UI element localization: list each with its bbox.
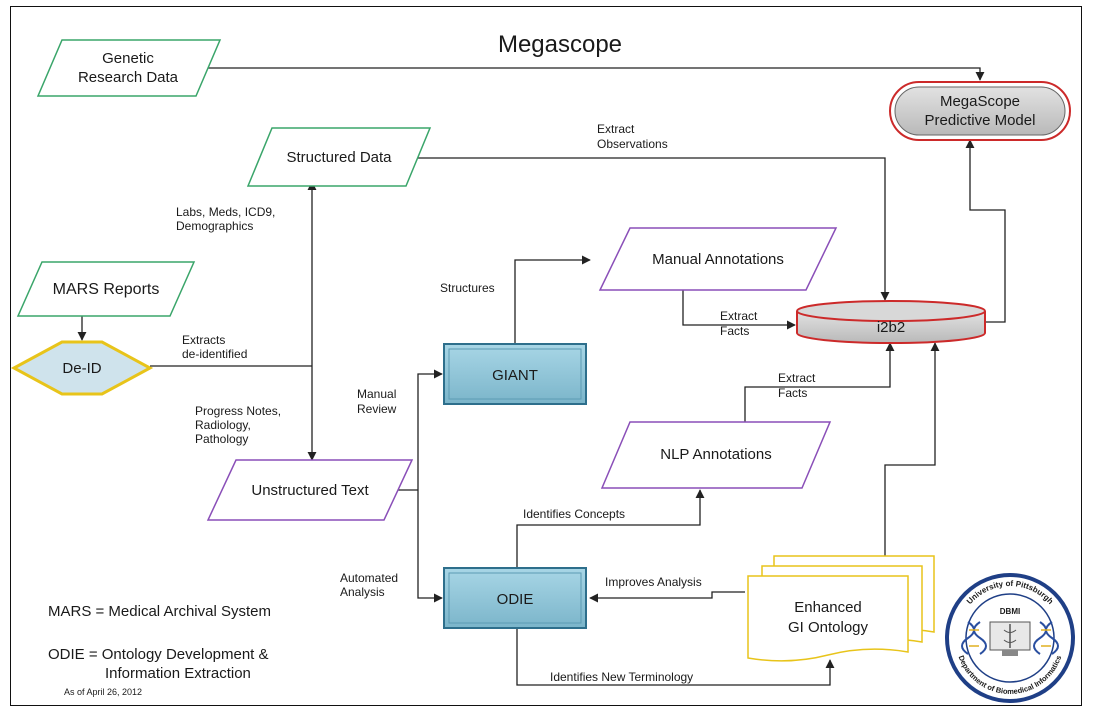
svg-text:MARS Reports: MARS Reports <box>53 281 160 298</box>
node-de-id: De-ID <box>10 340 154 396</box>
edge-nlp-to-i2b2 <box>744 342 895 422</box>
edge-i2b2-to-model <box>965 139 1006 323</box>
svg-text:i2b2: i2b2 <box>877 319 905 336</box>
connectors <box>77 67 1006 686</box>
label-extracts-deid-1: Extracts <box>182 333 225 347</box>
node-odie: ODIE <box>443 567 587 629</box>
svg-text:Research Data: Research Data <box>78 69 179 86</box>
node-nlp-annotations: NLP Annotations <box>600 421 832 489</box>
node-unstructured-text: Unstructured Text <box>206 459 414 521</box>
node-enhanced-gi-ontology: Enhanced GI Ontology <box>747 555 935 662</box>
label-progress-notes-3: Pathology <box>195 432 248 446</box>
node-mars-reports: MARS Reports <box>16 261 196 317</box>
edge-unstructured-to-odie <box>417 490 443 603</box>
edge-genetic-to-model <box>200 67 985 81</box>
node-structured-data: Structured Data <box>246 127 432 187</box>
svg-text:Unstructured Text: Unstructured Text <box>251 482 369 499</box>
edge-odie-to-ontology <box>516 628 835 686</box>
label-identifies-new-terminology: Identifies New Terminology <box>550 670 693 684</box>
dbmi-seal-logo: University of Pittsburgh Department of B… <box>945 573 1075 703</box>
label-progress-notes-2: Radiology, <box>195 418 251 432</box>
edge-ontology-to-i2b2 <box>884 342 940 580</box>
label-extract-observations-1: Extract <box>597 122 635 136</box>
label-extract-facts-2a: Extract <box>778 371 816 385</box>
label-extract-facts-1b: Facts <box>720 324 749 338</box>
legend-odie-1: ODIE = Ontology Development & <box>48 646 269 663</box>
svg-text:Genetic: Genetic <box>102 50 154 67</box>
label-labs-meds-1: Labs, Meds, ICD9, <box>176 205 275 219</box>
edge-giant-to-manual <box>514 255 591 344</box>
label-structures: Structures <box>440 281 495 295</box>
edge-ontology-to-odie <box>589 591 745 603</box>
edge-labels: Extract Observations Labs, Meds, ICD9, D… <box>176 122 816 684</box>
label-progress-notes-1: Progress Notes, <box>195 404 281 418</box>
svg-text:GIANT: GIANT <box>492 367 538 384</box>
svg-text:Structured Data: Structured Data <box>286 149 392 166</box>
svg-text:GI Ontology: GI Ontology <box>788 619 869 636</box>
edge-structured-to-i2b2 <box>406 157 890 301</box>
node-manual-annotations: Manual Annotations <box>598 227 838 291</box>
legend-odie-2: Information Extraction <box>105 665 251 682</box>
svg-text:De-ID: De-ID <box>62 360 101 377</box>
label-identifies-concepts: Identifies Concepts <box>523 507 625 521</box>
seal-center-text: DBMI <box>1000 607 1020 616</box>
legend-mars: MARS = Medical Archival System <box>48 603 271 620</box>
edge-unstructured-to-giant <box>417 369 443 490</box>
node-genetic-research-data: Genetic Research Data <box>36 39 222 97</box>
label-labs-meds-2: Demographics <box>176 219 253 233</box>
label-automated-analysis-1: Automated <box>340 571 398 585</box>
edge-manual-to-i2b2 <box>682 290 796 330</box>
legend-date: As of April 26, 2012 <box>64 687 142 697</box>
label-manual-review-2: Review <box>357 402 397 416</box>
node-megascope-predictive-model: MegaScope Predictive Model <box>889 81 1071 141</box>
label-extracts-deid-2: de-identified <box>182 347 247 361</box>
label-improves-analysis: Improves Analysis <box>605 575 702 589</box>
label-extract-observations-2: Observations <box>597 137 668 151</box>
svg-text:ODIE: ODIE <box>497 591 534 608</box>
label-extract-facts-1a: Extract <box>720 309 758 323</box>
label-extract-facts-2b: Facts <box>778 386 807 400</box>
svg-text:MegaScope: MegaScope <box>940 93 1020 110</box>
diagram-frame <box>10 6 1082 706</box>
svg-text:Predictive Model: Predictive Model <box>925 112 1036 129</box>
label-manual-review-1: Manual <box>357 387 396 401</box>
svg-text:Manual Annotations: Manual Annotations <box>652 251 784 268</box>
label-automated-analysis-2: Analysis <box>340 585 385 599</box>
legend: MARS = Medical Archival System ODIE = On… <box>48 603 271 697</box>
svg-text:NLP Annotations: NLP Annotations <box>660 446 771 463</box>
diagram-title: Megascope <box>498 31 622 58</box>
svg-text:Enhanced: Enhanced <box>794 599 862 616</box>
node-giant: GIANT <box>443 343 587 405</box>
edge-odie-to-nlp <box>516 489 705 568</box>
node-i2b2: i2b2 <box>796 300 986 344</box>
